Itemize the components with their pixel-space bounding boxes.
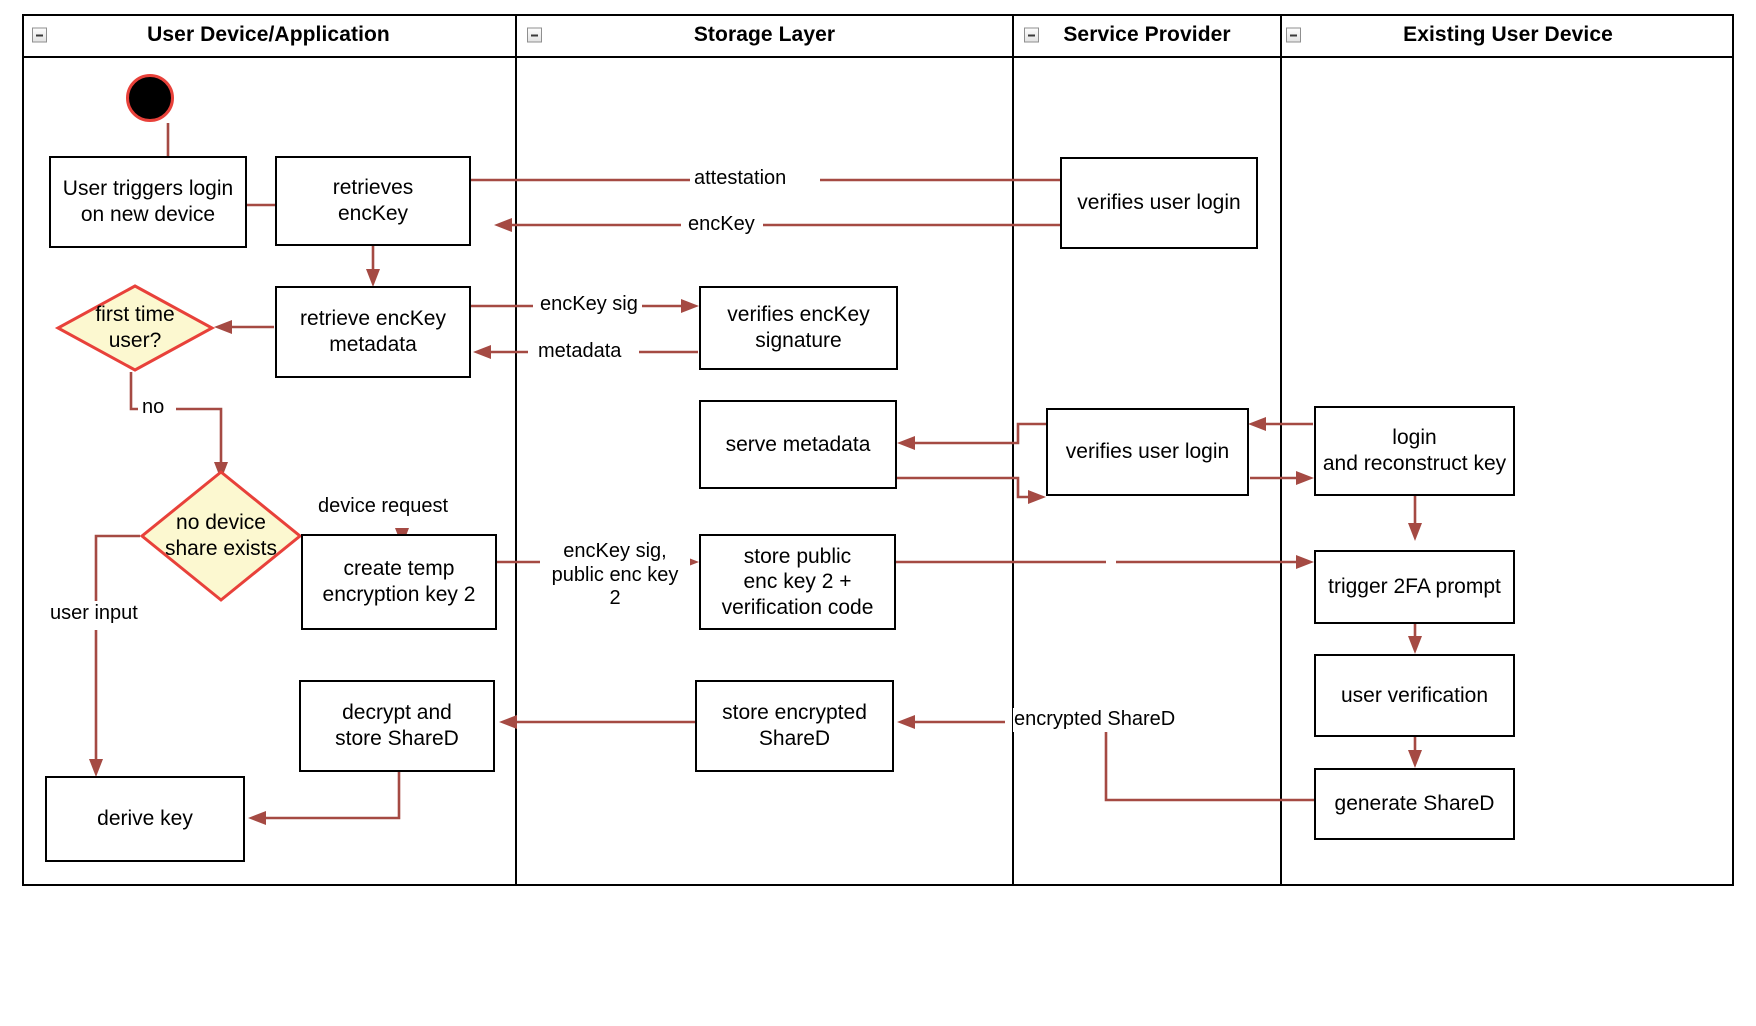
decision-label: no device share exists	[164, 511, 278, 560]
swimlane-frame	[22, 14, 1734, 886]
node-create-temp-encryption-key[interactable]: create temp encryption key 2	[301, 534, 497, 630]
collapse-icon[interactable]	[527, 27, 542, 43]
lane-divider-1	[515, 58, 517, 886]
node-user-verification[interactable]: user verification	[1314, 654, 1515, 737]
node-serve-metadata[interactable]: serve metadata	[699, 400, 897, 489]
collapse-icon[interactable]	[32, 27, 47, 43]
node-user-triggers-login[interactable]: User triggers login on new device	[49, 156, 247, 248]
edge-label-enckey: encKey	[684, 213, 759, 237]
node-first-time-user[interactable]: first time user?	[54, 284, 216, 372]
node-no-device-share-exists[interactable]: no device share exists	[139, 470, 303, 602]
edge-label-attestation: attestation	[690, 167, 791, 191]
lane-header-user-device[interactable]: User Device/Application	[22, 14, 517, 58]
collapse-icon[interactable]	[1024, 27, 1039, 43]
node-verifies-enckey-signature[interactable]: verifies encKey signature	[699, 286, 898, 370]
lane-divider-3	[1280, 58, 1282, 886]
collapse-icon[interactable]	[1286, 27, 1301, 43]
decision-label: first time user?	[95, 303, 175, 352]
lane-title: User Device/Application	[147, 23, 390, 46]
lane-title: Existing User Device	[1403, 23, 1613, 46]
lane-title: Storage Layer	[693, 23, 836, 46]
lane-header-storage-layer[interactable]: Storage Layer	[517, 14, 1014, 58]
node-decrypt-and-store-shared[interactable]: decrypt and store ShareD	[299, 680, 495, 772]
lane-header-service-provider[interactable]: Service Provider	[1014, 14, 1282, 58]
node-verifies-user-login-2[interactable]: verifies user login	[1046, 408, 1249, 496]
edge-label-device-request: device request	[314, 495, 453, 519]
edge-label-metadata: metadata	[534, 340, 626, 364]
node-verifies-user-login-1[interactable]: verifies user login	[1060, 157, 1258, 249]
node-store-encrypted-shared[interactable]: store encrypted ShareD	[695, 680, 894, 772]
edge-label-enckey-sig: encKey sig	[536, 293, 642, 317]
edge-label-enckey-sig-public-enc-key-2: encKey sig, public enc key 2	[540, 540, 690, 611]
edge-label-user-input: user input	[46, 602, 142, 626]
node-store-public-enc-key-2[interactable]: store public enc key 2 + verification co…	[699, 534, 896, 630]
node-login-and-reconstruct-key[interactable]: login and reconstruct key	[1314, 406, 1515, 496]
node-retrieve-enckey-metadata[interactable]: retrieve encKey metadata	[275, 286, 471, 378]
node-trigger-2fa-prompt[interactable]: trigger 2FA prompt	[1314, 550, 1515, 624]
edge-label-encrypted-shared: encrypted ShareD	[1013, 708, 1178, 732]
node-retrieves-enckey[interactable]: retrieves encKey	[275, 156, 471, 246]
node-derive-key[interactable]: derive key	[45, 776, 245, 862]
initial-node	[126, 74, 174, 122]
lane-divider-2	[1012, 58, 1014, 886]
node-generate-shared[interactable]: generate ShareD	[1314, 768, 1515, 840]
edge-label-no: no	[138, 396, 169, 420]
lane-header-existing-user-device[interactable]: Existing User Device	[1282, 14, 1734, 58]
lane-title: Service Provider	[1063, 23, 1231, 46]
